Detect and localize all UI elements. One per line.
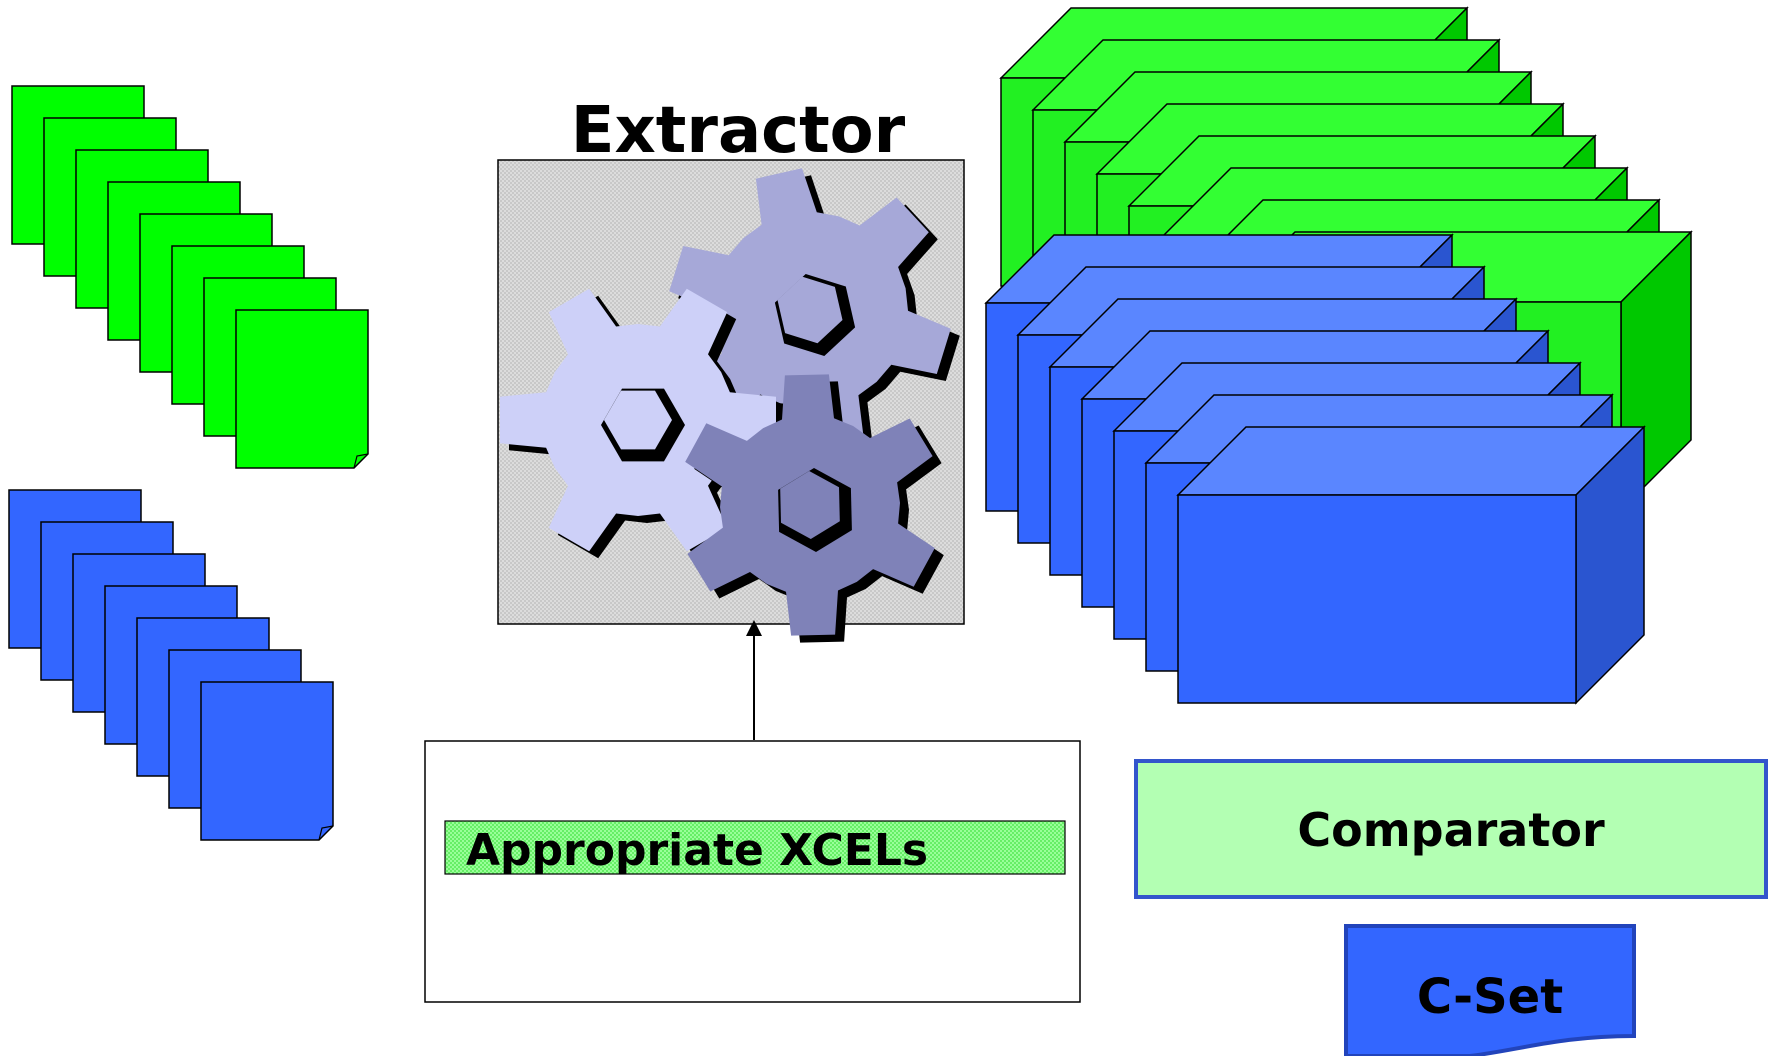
gear-bottom (685, 374, 944, 643)
gear-left (500, 288, 785, 559)
blue-document-stack (8, 489, 334, 841)
blue-page (200, 681, 334, 841)
extractor-panel (497, 159, 965, 643)
blue-cube (1176, 425, 1646, 705)
green-document-stack (11, 85, 369, 469)
cset-label: C-Set (1417, 969, 1563, 1025)
extractor-title: Extractor (571, 94, 906, 168)
gear-top (669, 168, 960, 459)
xcel-label: Appropriate XCELs (466, 825, 928, 876)
comparator-box: Comparator (1134, 759, 1768, 899)
xcel-highlight (444, 820, 1066, 875)
comparator-label: Comparator (1297, 803, 1605, 857)
xcel-container: Appropriate XCELs (424, 740, 1081, 1003)
blue-cube-stack (984, 233, 1646, 705)
cset-document: C-Set (1344, 924, 1636, 1056)
gears-icon (500, 168, 960, 643)
green-page (235, 309, 369, 469)
